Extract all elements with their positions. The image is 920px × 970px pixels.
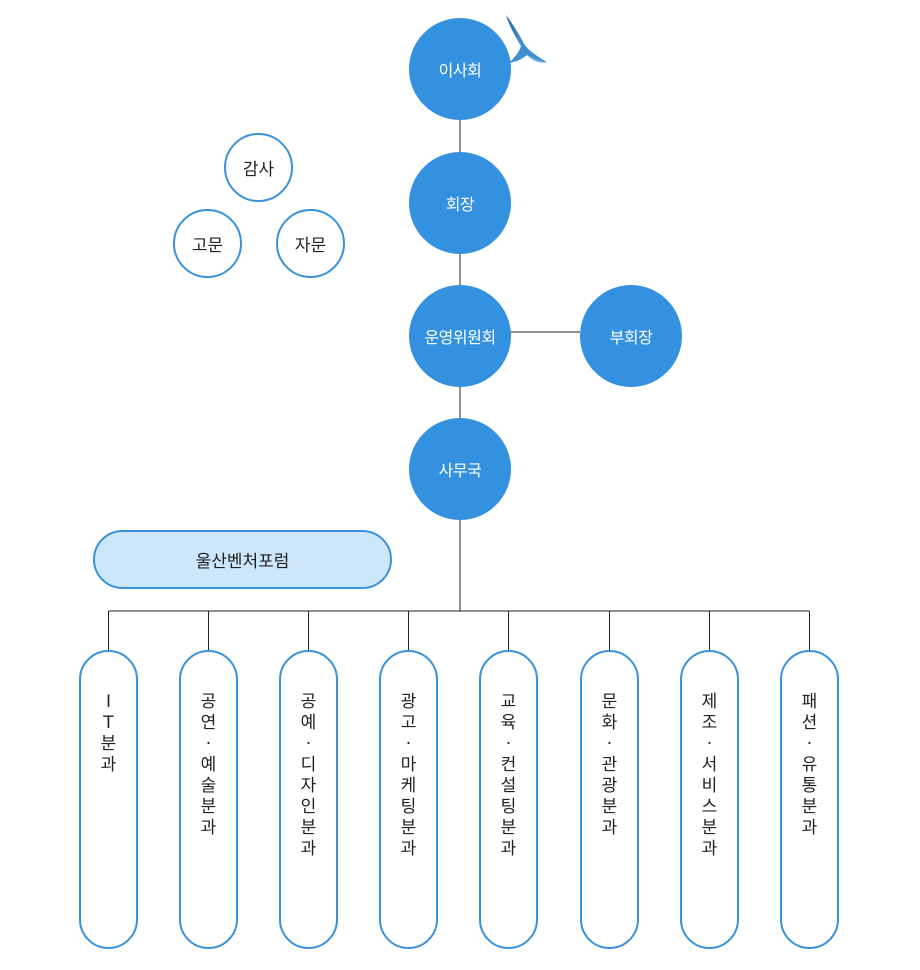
branch-char: 비 [701,776,718,796]
branch-char: 인 [300,797,317,817]
branch-char: · [505,734,512,754]
branch-char: · [405,734,412,754]
branch-char: · [606,734,613,754]
branch-char: 분 [400,818,417,838]
branch-char: 과 [500,839,517,859]
branch-char: 화 [601,713,618,733]
branch-char: 과 [100,755,117,775]
branch-char: 술 [200,776,217,796]
branch-char: 광 [601,776,618,796]
branch-char: 분 [300,818,317,838]
branch-char: 육 [500,713,517,733]
branch-char: 과 [601,818,618,838]
branch-char: 제 [701,692,718,712]
branch-char: T [103,713,114,733]
branch-char: 공 [300,692,317,712]
branch-char: 공 [200,692,217,712]
bird-logo-icon [506,15,547,63]
branch-char: 교 [500,692,517,712]
branch-char: 마 [400,755,417,775]
branch-char: · [205,734,212,754]
branch-char: 스 [701,797,718,817]
branch-char: 패 [801,692,818,712]
branch-char: 분 [701,818,718,838]
board-node: 이사회 [409,18,511,120]
consultant-node: 자문 [276,209,345,278]
branch-char: 조 [701,713,718,733]
branch-char: 광 [400,692,417,712]
branch-char: 컨 [500,755,517,775]
branch-char: I [105,692,111,712]
branch-char: 과 [200,818,217,838]
branch-char: 분 [200,797,217,817]
branch-char: 과 [801,818,818,838]
branch-char: 예 [300,713,317,733]
branch-char: 예 [200,755,217,775]
branch-char: · [806,734,813,754]
branch-char: 관 [601,755,618,775]
branch-char: 분 [801,797,818,817]
branch-char: 디 [300,755,317,775]
audit-node: 감사 [224,133,293,202]
branch-char: 통 [801,776,818,796]
branch-char: 설 [500,776,517,796]
branch-char: 유 [801,755,818,775]
branch-char: 과 [701,839,718,859]
branch-char: 자 [300,776,317,796]
adviser-node: 고문 [173,209,242,278]
branch-char: 문 [601,692,618,712]
branch-char: 과 [400,839,417,859]
branch-char: 팅 [500,797,517,817]
vice-chairman-node: 부회장 [580,285,682,387]
branch-char: 분 [100,734,117,754]
forum-box: 울산벤처포럼 [93,530,392,589]
branch-char: · [706,734,713,754]
branch-char: 고 [400,713,417,733]
branch-char: 케 [400,776,417,796]
branch-char: 과 [300,839,317,859]
branch-char: 분 [601,797,618,817]
branch-char: 팅 [400,797,417,817]
branch-char: 연 [200,713,217,733]
branch-char: 서 [701,755,718,775]
chairman-node: 회장 [409,152,511,254]
branch-char: 션 [801,713,818,733]
branch-char: · [305,734,312,754]
steering-committee-node: 운영위원회 [409,285,511,387]
branch-char: 분 [500,818,517,838]
secretariat-node: 사무국 [409,418,511,520]
